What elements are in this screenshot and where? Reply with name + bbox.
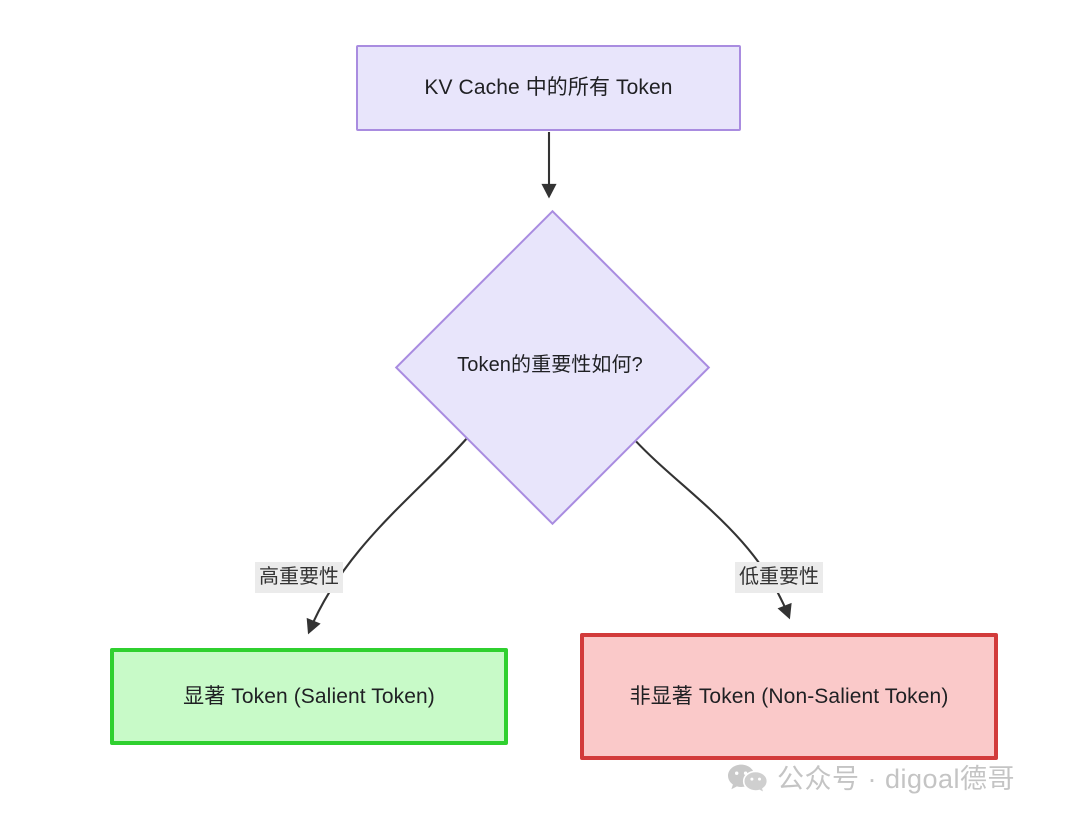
node-label: Token的重要性如何? <box>457 353 643 376</box>
watermark-text: 公众号 · digoal德哥 <box>777 763 1016 794</box>
node-salient-token[interactable]: 显著 Token (Salient Token) <box>110 648 508 745</box>
edge-label-low-importance: 低重要性 <box>735 562 823 593</box>
node-non-salient-token[interactable]: 非显著 Token (Non-Salient Token) <box>580 633 998 760</box>
node-label: KV Cache 中的所有 Token <box>424 76 673 100</box>
watermark: 公众号 · digoal德哥 <box>728 758 1015 800</box>
edge-label-high-importance: 高重要性 <box>255 562 343 593</box>
node-label: 非显著 Token (Non-Salient Token) <box>629 684 949 708</box>
node-token-importance-decision[interactable]: Token的重要性如何? <box>394 209 710 525</box>
wechat-icon <box>728 764 768 795</box>
node-label: 显著 Token (Salient Token) <box>183 684 435 708</box>
node-kv-cache-all-tokens[interactable]: KV Cache 中的所有 Token <box>356 45 741 131</box>
